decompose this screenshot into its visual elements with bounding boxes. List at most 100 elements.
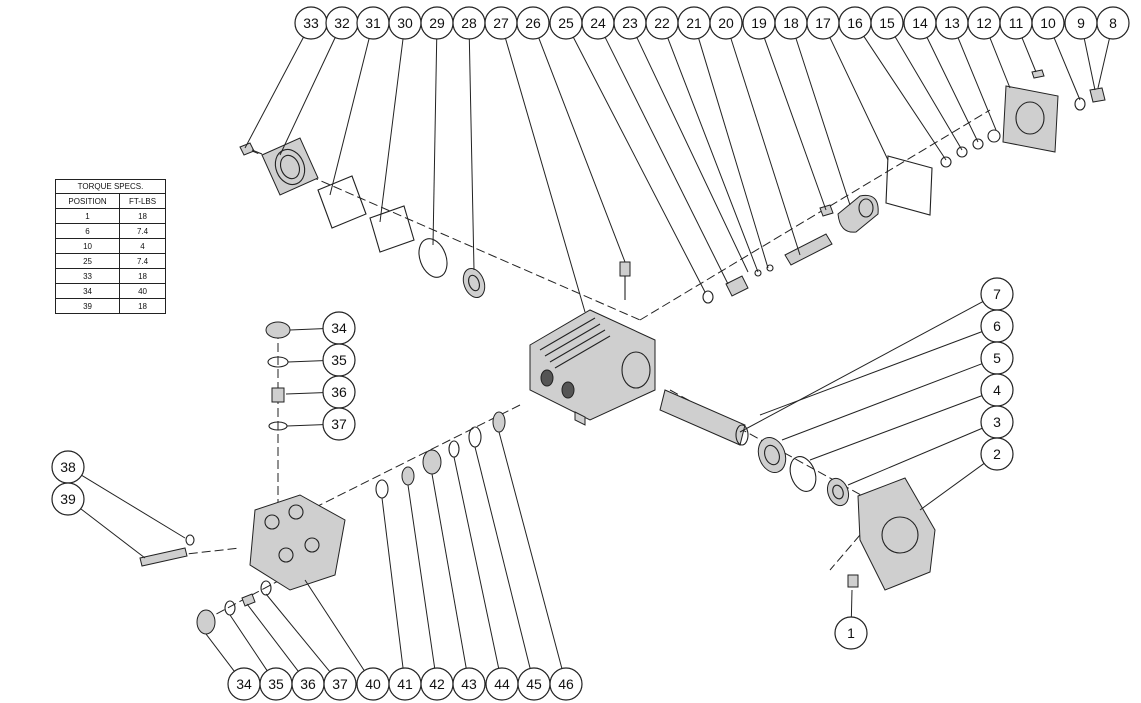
flange-bolt-part — [847, 574, 859, 588]
leader-line — [432, 38, 438, 246]
callout-circle — [549, 667, 583, 701]
oil-plug-part — [1089, 87, 1106, 103]
leader-line — [926, 37, 979, 143]
callout-number: 31 — [365, 15, 381, 31]
cell-torque: 18 — [119, 208, 166, 224]
leader-line — [604, 37, 729, 285]
leader-line — [829, 37, 889, 161]
oil-seal-washer-part — [1074, 97, 1086, 111]
callout-number: 44 — [494, 676, 510, 692]
callout-number: 19 — [751, 15, 767, 31]
callout-number: 15 — [879, 15, 895, 31]
leader-line — [407, 484, 436, 669]
leader-line — [739, 301, 984, 433]
cell-position: 25 — [54, 253, 121, 269]
rear-cover-gasket-part — [885, 155, 933, 216]
header-ft-lbs: FT-LBS — [119, 193, 166, 209]
callout-number: 34 — [331, 320, 347, 336]
leader-line — [667, 37, 759, 273]
callout-number: 12 — [976, 15, 992, 31]
o-ring-part — [418, 238, 448, 278]
connecting-rod-part — [837, 194, 879, 233]
leader-line — [1097, 38, 1110, 89]
callout-number: 39 — [60, 491, 76, 507]
callout-number: 16 — [847, 15, 863, 31]
callout-circle — [322, 407, 356, 441]
callout-number: 2 — [993, 446, 1001, 462]
leader-line — [919, 463, 985, 511]
callout-number: 34 — [236, 676, 252, 692]
callout-number: 46 — [558, 676, 574, 692]
leader-line — [698, 38, 769, 269]
callout-number: 23 — [622, 15, 638, 31]
leader-line — [379, 38, 404, 223]
callout-number: 1 — [847, 625, 855, 641]
leader-line — [304, 579, 365, 671]
leader-line — [205, 633, 235, 672]
shaft-seal-part — [826, 477, 850, 507]
leader-line — [287, 360, 324, 363]
callout-circle — [1031, 6, 1065, 40]
bearing-part — [462, 267, 486, 299]
leader-line — [431, 473, 467, 669]
callout-number: 17 — [815, 15, 831, 31]
cell-torque: 18 — [119, 298, 166, 314]
callout-circle — [51, 482, 85, 516]
crankshaft-part — [659, 389, 749, 446]
cell-torque: 18 — [119, 268, 166, 284]
callout-number: 6 — [993, 318, 1001, 334]
callout-number: 27 — [493, 15, 509, 31]
wrist-pin-part — [725, 275, 749, 297]
callout-number: 28 — [461, 15, 477, 31]
callout-number: 4 — [993, 382, 1001, 398]
leader-line — [289, 328, 324, 331]
cover-screw-part — [1031, 69, 1045, 79]
leader-line — [81, 474, 186, 539]
callout-number: 25 — [558, 15, 574, 31]
cell-torque: 4 — [119, 238, 166, 254]
leader-line — [730, 38, 801, 256]
flange-part — [857, 477, 936, 591]
leader-line — [1053, 37, 1081, 101]
callout-number: 18 — [783, 15, 799, 31]
callout-number: 24 — [590, 15, 606, 31]
leader-line — [957, 37, 997, 131]
leader-line — [759, 331, 983, 416]
cell-position: 6 — [54, 223, 121, 239]
leader-line — [572, 36, 706, 293]
manifold-washer-part — [185, 534, 195, 546]
leader-line — [498, 431, 563, 669]
callout-circle — [516, 6, 550, 40]
dipstick-part — [619, 261, 631, 300]
callout-number: 36 — [331, 384, 347, 400]
valve-seal-stack-part — [375, 411, 506, 499]
leader-line — [474, 446, 531, 669]
bottom-small-parts — [224, 580, 272, 616]
leader-line — [244, 36, 304, 149]
torque-table-title: TORQUE SPECS. — [55, 179, 166, 194]
cell-torque: 7.4 — [119, 223, 166, 239]
leader-line — [1021, 37, 1037, 73]
callout-circle — [452, 667, 486, 701]
leader-line — [863, 36, 947, 161]
callout-number: 30 — [397, 15, 413, 31]
plunger-rod-part — [754, 233, 833, 277]
leader-line — [1083, 38, 1096, 91]
leader-line — [850, 589, 853, 618]
callout-number: 13 — [944, 15, 960, 31]
leader-line — [329, 38, 370, 196]
callout-number: 5 — [993, 350, 1001, 366]
leader-line — [894, 36, 963, 151]
callout-number: 8 — [1109, 15, 1117, 31]
leader-line — [80, 508, 146, 559]
callout-number: 37 — [331, 416, 347, 432]
